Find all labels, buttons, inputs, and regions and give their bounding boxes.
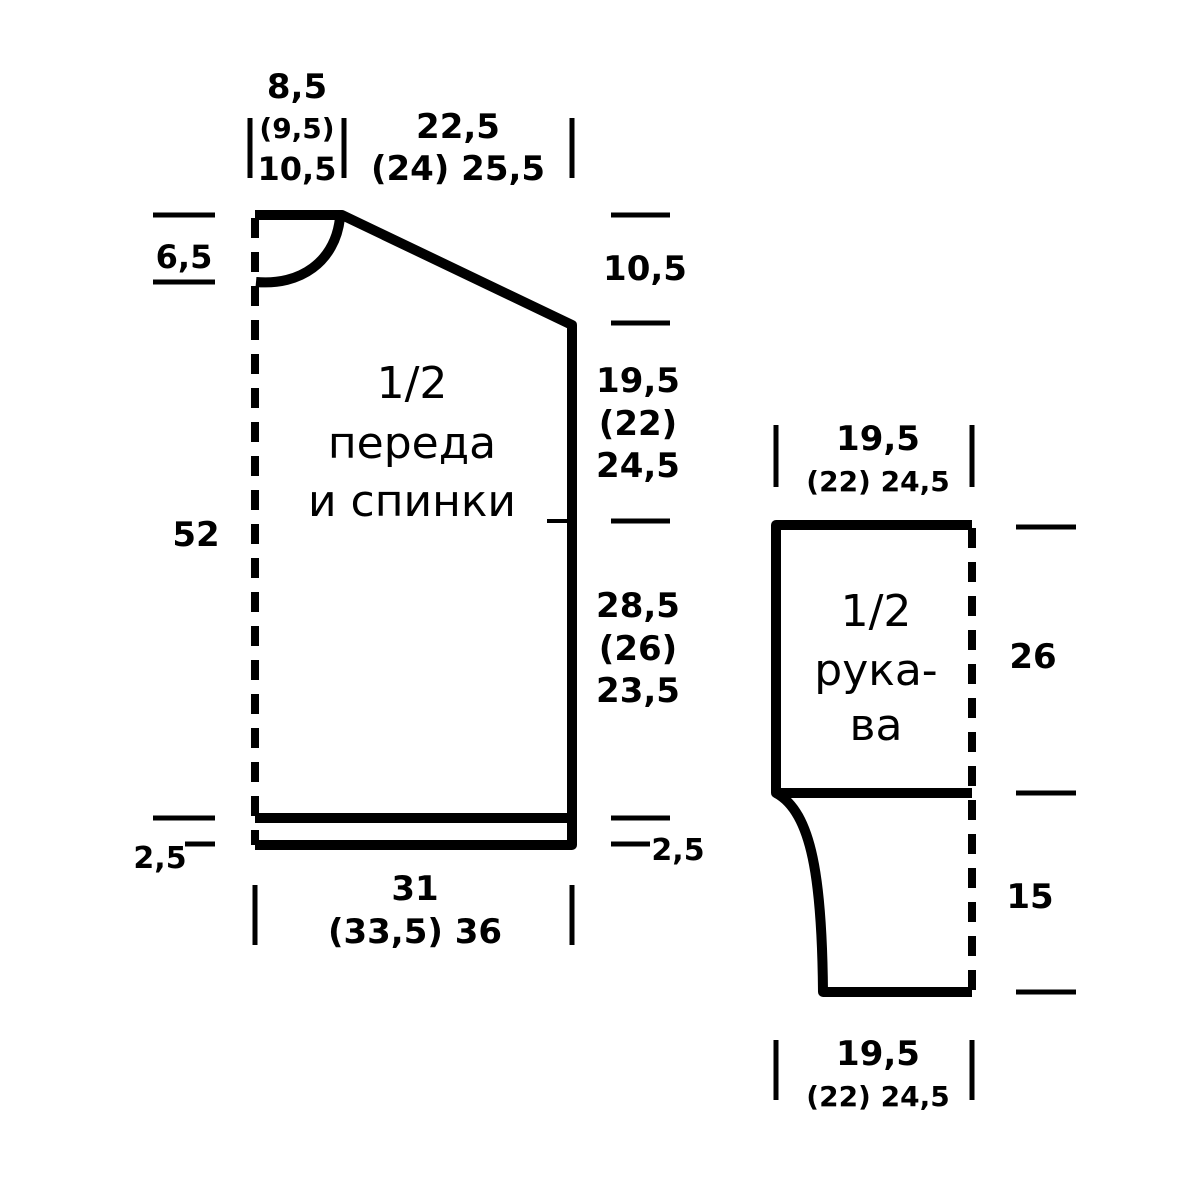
sleeve-label-name-2: ва: [850, 700, 903, 751]
neck-depth: 6,5: [156, 238, 213, 276]
hem-height-left: 2,5: [133, 841, 186, 876]
body-piece: 1/2 переда и спинки 8,5 (9,5) 10,5 22,5 …: [133, 67, 704, 952]
sleeve-cuff-height: 15: [1006, 877, 1053, 917]
sleeve-cuff-outline: [773, 788, 972, 997]
neck-to-armhole-width: 22,5: [416, 107, 500, 147]
sleeve-upper-outline: [771, 520, 972, 798]
hem-height-right: 2,5: [651, 833, 704, 868]
sleeve-label-name: рука-: [814, 645, 937, 696]
body-width: 31: [391, 869, 438, 909]
body-width-sizes: (33,5) 36: [328, 912, 502, 952]
armhole-depth-large: 24,5: [596, 446, 680, 486]
side-length: 28,5: [596, 586, 680, 626]
side-length-large: 23,5: [596, 671, 680, 711]
body-label-name: переда: [328, 418, 496, 469]
body-label-fraction: 1/2: [377, 358, 448, 409]
sleeve-top-width-sizes: (22) 24,5: [806, 465, 949, 498]
total-height: 52: [172, 515, 219, 555]
shoulder-width-medium: (9,5): [259, 112, 334, 145]
sleeve-top-width: 19,5: [836, 419, 920, 459]
body-outline: [255, 210, 577, 850]
body-label-name-2: и спинки: [308, 476, 516, 527]
armhole-depth: 19,5: [596, 361, 680, 401]
armhole-depth-medium: (22): [599, 404, 677, 444]
shoulder-width-large: 10,5: [258, 150, 337, 188]
neck-to-armhole-width-sizes: (24) 25,5: [371, 149, 545, 189]
shoulder-slope-height: 10,5: [603, 249, 687, 289]
sleeve-label-fraction: 1/2: [841, 586, 912, 637]
sleeve-bottom-width: 19,5: [836, 1034, 920, 1074]
body-neckline: [255, 217, 345, 288]
side-length-medium: (26): [599, 629, 677, 669]
sleeve-upper-height: 26: [1009, 637, 1056, 677]
sleeve-piece: 1/2 рука- ва 19,5 (22) 24,5 26 15 19,5 (…: [771, 419, 1076, 1113]
sleeve-bottom-width-sizes: (22) 24,5: [806, 1080, 949, 1113]
shoulder-width-small: 8,5: [267, 67, 327, 107]
